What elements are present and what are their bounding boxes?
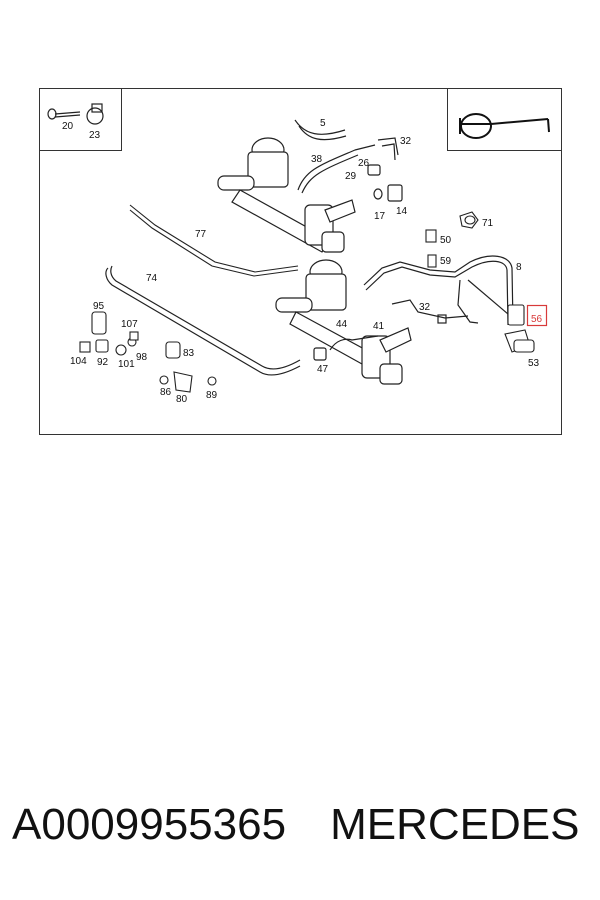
steering-wheel-icon — [459, 113, 550, 139]
part-number: A0009955365 — [12, 800, 287, 849]
lower-hoses-icon — [313, 255, 516, 361]
callout-50: 50 — [440, 235, 452, 246]
callout-47: 47 — [317, 364, 329, 375]
inset-box-right — [447, 88, 562, 151]
callout-107: 107 — [121, 319, 138, 330]
callout-71: 71 — [482, 218, 494, 229]
callout-20: 20 — [62, 121, 74, 132]
callout-83: 83 — [183, 348, 195, 359]
callout-32a: 32 — [400, 136, 412, 147]
callout-80: 80 — [176, 394, 188, 405]
callout-26: 26 — [358, 158, 370, 169]
callout-104: 104 — [70, 356, 87, 367]
callout-77: 77 — [195, 229, 207, 240]
brand-name: MERCEDES — [330, 800, 580, 849]
callout-29: 29 — [345, 171, 357, 182]
hose-line-77-icon — [129, 204, 299, 277]
callout-14: 14 — [396, 206, 408, 217]
inset-box-left — [39, 88, 122, 151]
callout-59: 59 — [440, 256, 452, 267]
bolt-clamp-icon — [47, 103, 104, 125]
upper-hoses-icon — [294, 119, 403, 202]
lower-pump-icon — [275, 259, 412, 385]
callout-53: 53 — [528, 358, 540, 369]
callout-56: 56 — [531, 314, 543, 325]
hose-line-74-icon — [105, 265, 301, 376]
highlight-box-56 — [526, 304, 548, 327]
callout-95: 95 — [93, 301, 105, 312]
callout-32b: 32 — [419, 302, 431, 313]
callout-38: 38 — [311, 154, 323, 165]
callout-17: 17 — [374, 211, 386, 222]
callout-41: 41 — [373, 321, 385, 332]
callout-101: 101 — [118, 359, 135, 370]
part-caption: A0009955365 MERCEDES — [12, 800, 592, 850]
callout-5: 5 — [320, 118, 326, 129]
callout-23: 23 — [89, 130, 101, 141]
callout-74: 74 — [146, 273, 158, 284]
fasteners-left-icon — [79, 311, 217, 393]
diagram-frame — [39, 88, 562, 435]
upper-pump-icon — [217, 137, 356, 253]
clips-right-icon — [425, 211, 535, 353]
callout-92: 92 — [97, 357, 109, 368]
callout-89: 89 — [206, 390, 218, 401]
callout-8: 8 — [516, 262, 522, 273]
callout-98: 98 — [136, 352, 148, 363]
callout-86: 86 — [160, 387, 172, 398]
callout-44: 44 — [336, 319, 348, 330]
